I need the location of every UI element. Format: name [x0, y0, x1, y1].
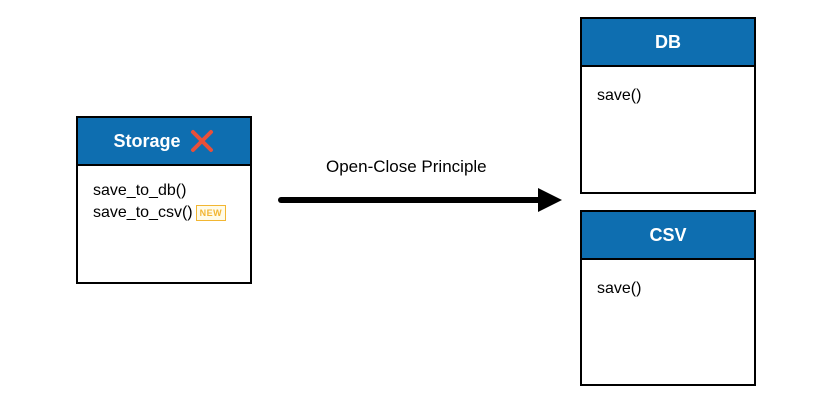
db-class-box: DB save()	[580, 17, 756, 194]
new-badge: NEW	[195, 205, 227, 221]
db-class-title: DB	[655, 31, 681, 52]
method-save: save()	[597, 278, 739, 300]
csv-class-title: CSV	[649, 224, 687, 245]
method-save-to-csv: save_to_csv() NEW	[93, 202, 235, 224]
arrow-label: Open-Close Principle	[326, 157, 487, 176]
method-label: save()	[597, 280, 642, 297]
storage-class-title: Storage	[113, 130, 181, 151]
method-save: save()	[597, 85, 739, 107]
storage-class-box: Storage save_to_db() save_to_csv() NEW	[76, 116, 252, 284]
red-cross-icon	[190, 130, 213, 152]
method-save-to-db: save_to_db()	[93, 180, 235, 202]
method-label: save_to_csv()	[93, 204, 193, 221]
csv-class-box: CSV save()	[580, 210, 756, 386]
csv-class-header: CSV	[582, 212, 754, 260]
storage-class-header: Storage	[78, 118, 250, 166]
storage-class-methods: save_to_db() save_to_csv() NEW	[78, 166, 250, 232]
method-label: save_to_db()	[93, 182, 187, 199]
csv-class-methods: save()	[582, 260, 754, 308]
db-class-methods: save()	[582, 67, 754, 115]
db-class-header: DB	[582, 19, 754, 67]
method-label: save()	[597, 87, 642, 104]
